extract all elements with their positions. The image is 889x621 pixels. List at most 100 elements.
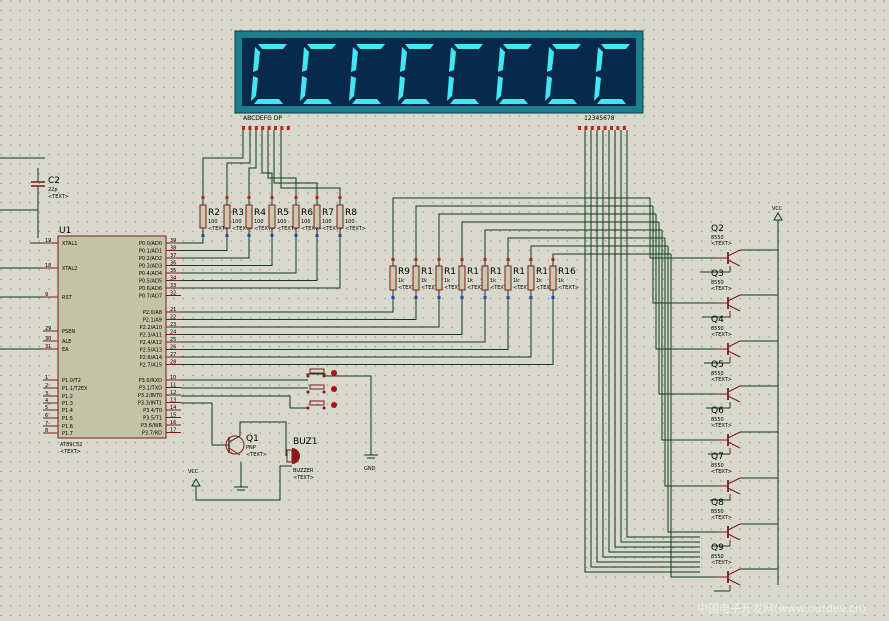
wire <box>392 197 650 266</box>
resistor-ref: R6 <box>301 208 313 218</box>
segment-pin <box>248 126 252 130</box>
capacitor-c2[interactable]: C2 22p <TEXT> <box>31 168 69 238</box>
push-buttons[interactable] <box>306 368 338 410</box>
wire <box>649 198 716 259</box>
capacitor-ref: C2 <box>48 176 60 186</box>
resistor-body <box>245 204 253 229</box>
resistor-value: 1k <box>513 278 519 284</box>
resistor-pin <box>391 258 395 261</box>
segment-e <box>496 76 503 101</box>
digit-pin <box>610 126 613 130</box>
digit-transistors: Q28550<TEXT>Q38550<TEXT>Q48550<TEXT>Q585… <box>711 224 741 591</box>
button-3[interactable] <box>306 400 338 410</box>
mcu-pin-name: P0.0/AD0 <box>139 241 162 247</box>
wire <box>661 230 716 441</box>
transistor-text: <TEXT> <box>711 423 732 429</box>
resistor-ref: R16 <box>558 267 576 277</box>
mcu-pin-number: 16 <box>170 420 176 426</box>
resistor-pin <box>315 196 319 199</box>
wire <box>596 130 700 563</box>
buzzer-ref: BUZ1 <box>293 437 318 447</box>
wire <box>181 290 440 328</box>
button-2[interactable] <box>306 384 338 394</box>
resistor-value: 1k <box>467 278 473 284</box>
segment-f <box>547 47 554 72</box>
transistor-text: <TEXT> <box>711 332 732 338</box>
mcu-pin-number: 34 <box>170 276 176 282</box>
mcu-pin-number: 25 <box>170 337 176 343</box>
mcu-pin-number: 11 <box>170 383 176 389</box>
seven-segment-display[interactable]: ABCDEFG DP 12345678 <box>234 30 644 130</box>
wire <box>181 228 273 266</box>
segment-pin <box>267 126 271 130</box>
mcu-pin-name: P3.3/INT1 <box>138 401 162 407</box>
mcu-pin-number: 8 <box>45 428 48 434</box>
button-1[interactable] <box>306 368 337 378</box>
resistor-pin <box>460 296 464 299</box>
mcu-pin-number: 1 <box>45 375 48 381</box>
wire <box>248 130 257 205</box>
mcu-pin-name: P2.2/A10 <box>140 325 162 331</box>
transistor-q1[interactable]: Q1 PNP <TEXT> <box>225 434 267 491</box>
wire <box>614 130 700 548</box>
resistor-pin <box>294 196 298 199</box>
mcu-pin-number: 18 <box>45 263 51 269</box>
resistor-value: 100 <box>277 219 287 225</box>
wire <box>261 130 273 205</box>
mcu-pin-number: 29 <box>45 326 51 332</box>
resistor-value: 100 <box>232 219 242 225</box>
resistor-ref: R1 <box>421 267 433 277</box>
digit-pin <box>584 126 588 130</box>
transistor-text: <TEXT> <box>711 241 732 247</box>
wire <box>608 130 700 553</box>
mcu-pin-name: P2.1/A9 <box>143 318 162 324</box>
mcu-pin-number: 22 <box>170 315 176 321</box>
segment-e <box>300 76 307 101</box>
buzzer-buz1[interactable]: BUZ1 BUZZER <TEXT> <box>286 437 318 481</box>
wire <box>181 402 229 446</box>
resistor-pin <box>551 258 555 261</box>
resistor-body <box>504 265 512 291</box>
mcu-pin-number: 19 <box>45 238 51 244</box>
mcu-pin-number: 5 <box>45 405 48 411</box>
resistor-ref: R4 <box>254 208 266 218</box>
resistor-pin <box>247 234 251 237</box>
resistor-pin <box>529 258 533 261</box>
transistor-ref: Q8 <box>711 498 724 508</box>
mcu-pin-name: ALE <box>62 339 71 345</box>
resistor-text: <TEXT> <box>513 285 534 291</box>
segment-e <box>545 76 552 101</box>
digit-pin <box>578 126 581 130</box>
mcu-pin-name: P3.2/INT0 <box>138 393 162 399</box>
resistor-text: <TEXT> <box>558 285 579 291</box>
segment-a <box>503 44 532 49</box>
segment-resistors: R2100<TEXT>R3100<TEXT>R4100<TEXT>R5100<T… <box>199 196 366 237</box>
digit-pin <box>616 126 620 130</box>
transistor-ref: Q7 <box>711 452 724 462</box>
